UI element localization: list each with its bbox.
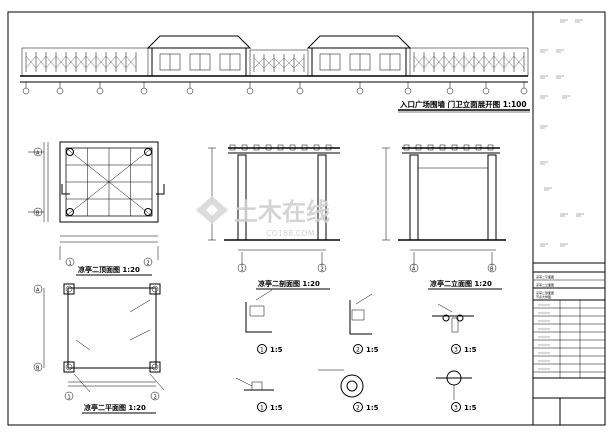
grid-label-floor-2: 2 bbox=[154, 395, 157, 401]
watermark: 土木在线 CO188.COM bbox=[196, 196, 330, 238]
note-4: 节点大样图 bbox=[536, 294, 551, 299]
detail-scale-6: 1:5 bbox=[464, 404, 477, 412]
grid-label-section-2: 2 bbox=[321, 267, 324, 273]
grid-label-side-A: A bbox=[412, 267, 416, 273]
grid-bubble-1 bbox=[65, 257, 75, 267]
gatehouse-right bbox=[306, 35, 412, 77]
gatehouse-left bbox=[146, 35, 252, 77]
detail-number-2: 2 bbox=[356, 347, 360, 354]
note-2: 凉亭二立面图 bbox=[536, 282, 554, 287]
grid-label-floor-A: A bbox=[36, 288, 40, 294]
detail-scale-5: 1:5 bbox=[366, 404, 379, 412]
roof-plan-title: 凉亭二顶面图 1:20 bbox=[78, 265, 140, 274]
note-1: 凉亭二平面图 bbox=[536, 274, 554, 279]
section-title: 凉亭二剖面图 1:20 bbox=[258, 279, 320, 288]
grid-bubble-floor-A bbox=[33, 284, 43, 294]
detail-scale-4: 1:5 bbox=[270, 404, 283, 412]
wall-elevation bbox=[20, 35, 529, 95]
title-block bbox=[533, 19, 605, 425]
grid-bubble-floor-1 bbox=[64, 391, 74, 401]
grid-label-roof-B: B bbox=[36, 211, 40, 217]
detail-scale-3: 1:5 bbox=[464, 346, 477, 354]
detail-bubble-6 bbox=[451, 402, 461, 412]
detail-bubble-1 bbox=[257, 344, 267, 354]
detail-bubble-2 bbox=[353, 344, 363, 354]
detail-bubble-3 bbox=[451, 344, 461, 354]
detail-bubble-5 bbox=[353, 402, 363, 412]
detail-scale-2: 1:5 bbox=[366, 346, 379, 354]
grid-label-roof-1: 1 bbox=[69, 261, 72, 267]
side-elevation-drawing bbox=[382, 144, 506, 266]
section-drawing bbox=[208, 144, 340, 266]
side-elevation-title: 凉亭二立面图 1:20 bbox=[430, 279, 492, 288]
sheet-border bbox=[7, 11, 606, 426]
grid-bubble-B bbox=[33, 207, 43, 217]
grid-label-floor-1: 1 bbox=[68, 395, 71, 401]
grid-bubble-A bbox=[33, 147, 43, 157]
grid-label-section-1: 1 bbox=[241, 267, 244, 273]
detail-scale-1: 1:5 bbox=[270, 346, 283, 354]
note-3: 凉亭二剖面图 bbox=[536, 290, 554, 295]
detail-number-6: 3 bbox=[454, 405, 458, 412]
grid-bubble-side-B bbox=[487, 263, 497, 273]
grid-bubble-section-2 bbox=[317, 263, 327, 273]
watermark-text: 土木在线 bbox=[234, 198, 330, 226]
grid-label-floor-B: B bbox=[36, 366, 40, 372]
grid-bubble-floor-B bbox=[33, 362, 43, 372]
floor-plan-title: 凉亭二平面图 1:20 bbox=[84, 403, 146, 412]
detail-sketches bbox=[235, 289, 474, 400]
grid-bubble-floor-2 bbox=[150, 391, 160, 401]
grid-bubble-section-1 bbox=[237, 263, 247, 273]
watermark-subtext: CO188.COM bbox=[266, 229, 315, 238]
detail-number-4: 1 bbox=[260, 405, 264, 412]
detail-bubble-4 bbox=[257, 402, 267, 412]
grid-bubble-2 bbox=[143, 257, 153, 267]
grid-bubble-side-A bbox=[409, 263, 419, 273]
grid-label-roof-A: A bbox=[36, 151, 40, 157]
detail-number-5: 2 bbox=[356, 405, 360, 412]
floor-plan-drawing bbox=[43, 283, 165, 393]
grid-label-roof-2: 2 bbox=[147, 261, 150, 267]
roof-plan-drawing bbox=[28, 141, 165, 260]
elevation-title: 入口广场围墙 门卫立面展开图 1:100 bbox=[399, 99, 527, 109]
detail-number-3: 3 bbox=[454, 347, 458, 354]
grid-label-side-B: B bbox=[490, 267, 494, 273]
detail-number-1: 1 bbox=[260, 347, 264, 354]
